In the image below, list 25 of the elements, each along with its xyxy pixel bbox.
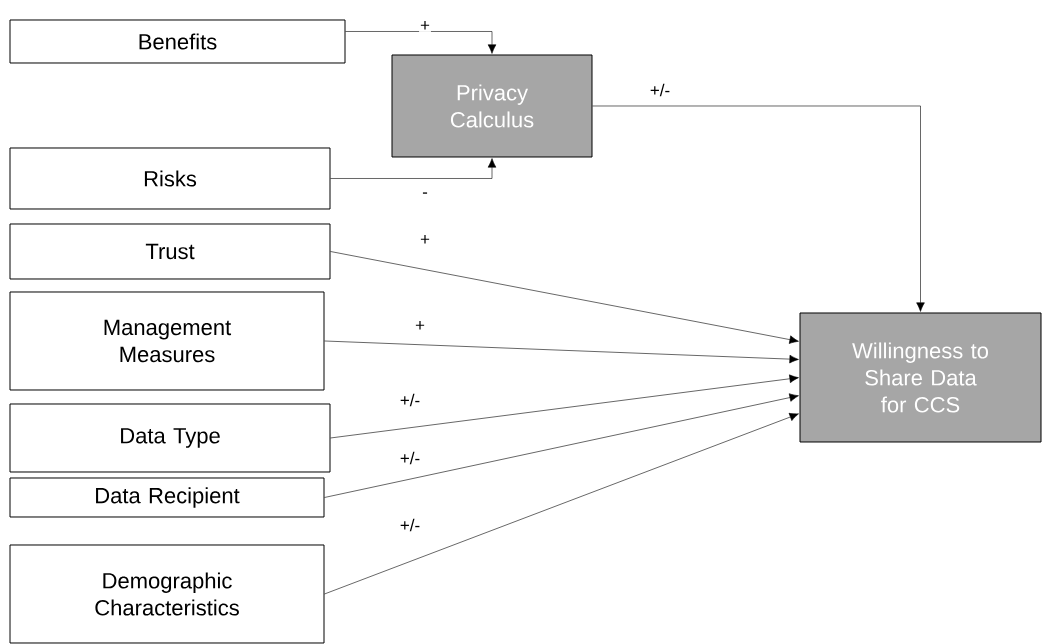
edge-label: - — [421, 191, 429, 199]
edge-label: + — [414, 320, 426, 332]
construct-box: Privacy Calculus — [391, 54, 593, 158]
edge-label: +/- — [398, 392, 422, 408]
arrow — [330, 158, 497, 179]
edge-label: +/- — [648, 82, 672, 98]
edge-label: + — [419, 234, 431, 246]
edge-label: +/- — [398, 517, 422, 533]
factor-box: Trust — [9, 223, 331, 280]
arrow — [330, 251, 799, 344]
arrow — [330, 374, 799, 439]
arrow — [324, 393, 799, 498]
factor-box: Data Recipient — [9, 477, 325, 518]
factor-box: Risks — [9, 147, 331, 210]
factor-box: Demographic Characteristics — [9, 544, 325, 644]
edge-label: + — [419, 20, 431, 32]
factor-box: Management Measures — [9, 291, 325, 391]
factor-box: Data Type — [9, 403, 331, 473]
arrow — [592, 105, 925, 312]
factor-box: Benefits — [9, 19, 346, 64]
construct-box: Willingness to Share Data for CCS — [799, 312, 1042, 443]
edge-label: +/- — [398, 450, 422, 466]
arrow — [324, 340, 799, 364]
arrow — [324, 412, 799, 595]
arrow — [345, 31, 497, 54]
